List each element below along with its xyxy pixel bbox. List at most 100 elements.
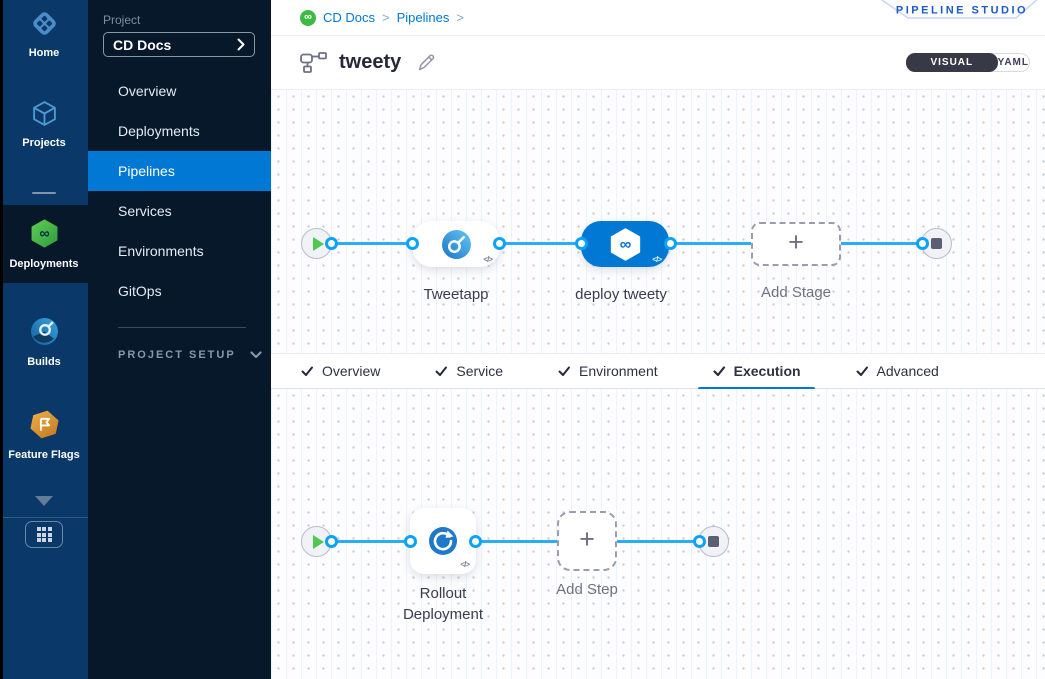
pipeline-title: tweety (339, 51, 401, 74)
svg-text:∞: ∞ (619, 235, 631, 253)
rail-item-home[interactable]: Home (0, 10, 88, 59)
breadcrumb-separator: > (449, 10, 471, 25)
check-icon (712, 364, 726, 378)
svg-text:∞: ∞ (39, 226, 49, 242)
rail-item-feature-flags[interactable]: Feature Flags (0, 410, 88, 461)
sidenav-item-deployments[interactable]: Deployments (88, 111, 271, 151)
tab-overview[interactable]: Overview (300, 354, 380, 389)
connector-port (664, 237, 677, 250)
pipeline-title-bar: tweety VISUAL YAML (271, 36, 1045, 90)
execution-canvas[interactable]: </> + Rollout Deployment Add Step (271, 389, 1045, 679)
add-step-button[interactable]: + (557, 511, 617, 571)
cd-stage-icon: ∞ (608, 227, 643, 262)
tab-label: Environment (579, 363, 658, 379)
cd-module-icon: ∞ (300, 10, 316, 26)
svg-text:PIPELINE STUDIO: PIPELINE STUDIO (896, 5, 1028, 17)
rail-item-deployments[interactable]: ∞ Deployments (0, 205, 88, 283)
tab-advanced[interactable]: Advanced (855, 354, 939, 389)
add-stage-label: Add Stage (761, 284, 831, 301)
rail-item-label: Deployments (0, 258, 88, 270)
project-setup-label: PROJECT SETUP (118, 349, 236, 361)
chevron-down-icon (250, 351, 262, 359)
tab-label: Advanced (877, 363, 939, 379)
stop-icon (708, 536, 719, 547)
rail-more-chevron-icon[interactable] (35, 496, 53, 506)
rail-item-label: Home (0, 47, 88, 59)
tab-environment[interactable]: Environment (557, 354, 658, 389)
connector-port (406, 237, 419, 250)
sidenav-item-gitops[interactable]: GitOps (88, 271, 271, 311)
toggle-yaml-button[interactable]: YAML (998, 54, 1029, 71)
project-setup-toggle[interactable]: PROJECT SETUP (118, 349, 262, 361)
project-sidenav: Project CD Docs Overview Deployments Pip… (88, 0, 271, 679)
rail-item-projects[interactable]: Projects (0, 100, 88, 149)
sidenav-item-overview[interactable]: Overview (88, 71, 271, 111)
check-icon (434, 364, 448, 378)
stage-config-tabs: Overview Service Environment Execution A… (271, 354, 1045, 389)
visual-yaml-toggle: VISUAL YAML (906, 53, 1030, 72)
tab-service[interactable]: Service (434, 354, 503, 389)
rail-item-label: Projects (0, 137, 88, 149)
plus-icon: + (788, 229, 804, 256)
connector-port (693, 535, 706, 548)
project-selector[interactable]: CD Docs (103, 32, 255, 57)
check-icon (557, 364, 571, 378)
tab-execution[interactable]: Execution (712, 354, 801, 389)
sidenav-item-environments[interactable]: Environments (88, 231, 271, 271)
step-label: Rollout Deployment (388, 583, 498, 625)
feature-flags-icon (30, 410, 59, 439)
pipeline-studio-badge: PIPELINE STUDIO (877, 0, 1041, 24)
rail-item-builds[interactable]: Builds (0, 317, 88, 368)
code-glyph: </> (460, 560, 469, 569)
project-selector-value: CD Docs (113, 37, 171, 53)
play-icon (313, 237, 324, 251)
rail-item-label: Builds (0, 356, 88, 368)
connector-port (325, 237, 338, 250)
sidenav-item-pipelines[interactable]: Pipelines (88, 151, 271, 191)
add-step-label: Add Step (556, 581, 618, 598)
tab-label: Overview (322, 363, 380, 379)
connector-port (469, 535, 482, 548)
plus-icon: + (579, 526, 595, 553)
toggle-visual-button[interactable]: VISUAL (906, 53, 998, 72)
connector-port (916, 237, 929, 250)
module-rail: Home Projects ∞ Deployments Builds Featu… (0, 0, 88, 679)
main-content: ∞ CD Docs > Pipelines > PIPELINE STUDIO … (271, 0, 1045, 679)
connector-port (325, 535, 338, 548)
edge (332, 540, 410, 543)
connector-port (493, 237, 506, 250)
projects-icon (31, 100, 58, 127)
add-stage-button[interactable]: + (751, 222, 841, 266)
breadcrumb-bar: ∞ CD Docs > Pipelines > PIPELINE STUDIO (271, 0, 1045, 36)
code-glyph: </> (483, 255, 492, 264)
edit-pencil-icon[interactable] (416, 53, 436, 73)
stage-node-tweetapp[interactable]: </> (412, 221, 500, 267)
rollout-deployment-icon (428, 526, 458, 556)
breadcrumb-pipelines-link[interactable]: Pipelines (397, 10, 450, 25)
breadcrumb-project-link[interactable]: CD Docs (323, 10, 375, 25)
connector-port (575, 237, 588, 250)
tab-label: Service (456, 363, 503, 379)
edge (500, 242, 581, 245)
rail-bottom-divider (0, 517, 88, 518)
project-label: Project (103, 13, 140, 27)
sidenav-divider (118, 327, 246, 328)
tab-label: Execution (734, 363, 801, 379)
app-grid-button[interactable] (25, 521, 63, 548)
stage-node-deploy-tweety[interactable]: ∞ </> (581, 221, 669, 267)
stop-icon (931, 238, 942, 249)
ci-builds-icon (30, 317, 59, 346)
deploy-stage-icon (441, 229, 472, 260)
breadcrumb-separator: > (375, 10, 397, 25)
stage-label: deploy tweety (575, 286, 667, 303)
stage-canvas[interactable]: </> ∞ </> + Tweetapp deploy tweety Add S… (271, 90, 1045, 354)
sidenav-menu: Overview Deployments Pipelines Services … (88, 71, 271, 311)
cd-deployments-icon: ∞ (30, 219, 59, 248)
rail-divider (32, 192, 56, 194)
pipeline-flow-icon (300, 52, 327, 73)
step-node-rollout-deployment[interactable]: </> (410, 508, 476, 574)
sidenav-item-services[interactable]: Services (88, 191, 271, 231)
check-icon (855, 364, 869, 378)
home-icon (31, 10, 58, 37)
